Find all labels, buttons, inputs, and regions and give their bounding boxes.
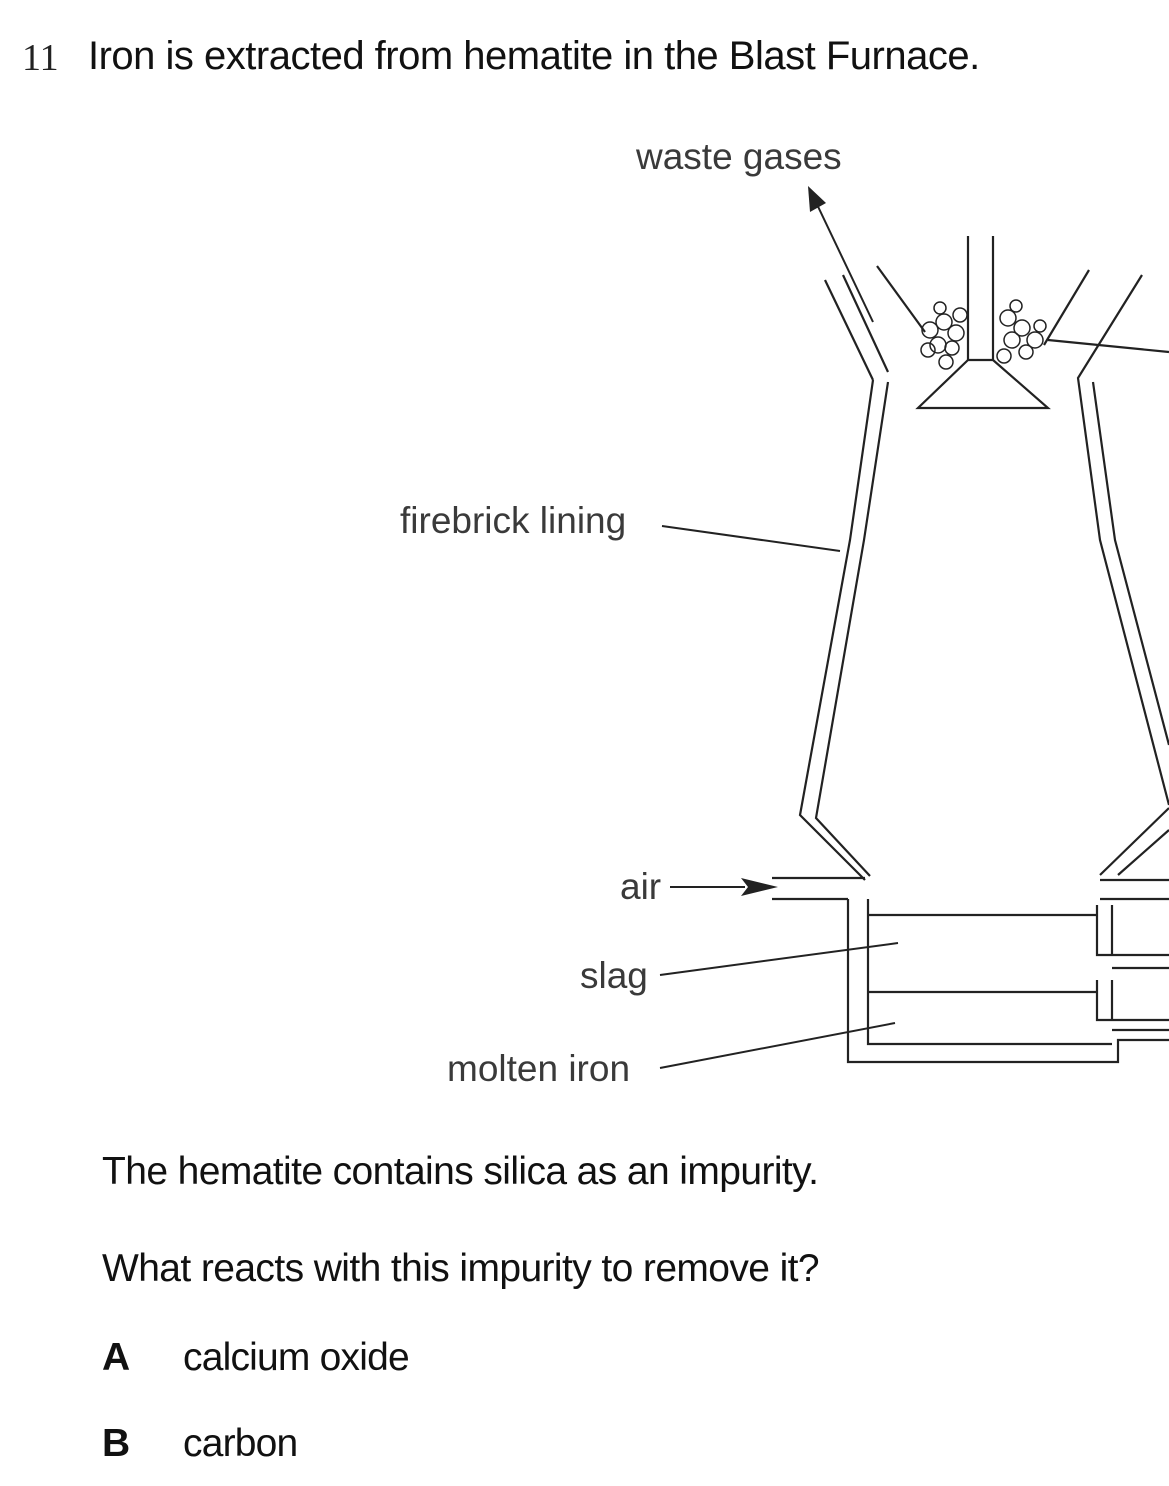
air-arrowhead <box>741 878 778 896</box>
hearth <box>846 899 1169 1064</box>
charging-hopper <box>915 236 1051 410</box>
waste-gas-arrowhead <box>808 186 826 212</box>
label-pointers <box>659 195 899 1069</box>
question-title: Iron is extracted from hematite in the B… <box>88 34 980 78</box>
air-label: air <box>620 866 662 907</box>
charge-materials <box>920 299 1047 370</box>
option-a-letter: A <box>102 1336 131 1379</box>
option-b-text: carbon <box>183 1422 298 1465</box>
firebrick-lining-label: firebrick lining <box>400 500 627 541</box>
question-number: 11 <box>22 37 59 79</box>
air-inlet <box>772 876 1169 901</box>
prompt-text: What reacts with this impurity to remove… <box>102 1247 820 1290</box>
charge-pointer-line <box>1047 338 1169 354</box>
waste-gases-label: waste gases <box>636 136 842 177</box>
right-furnace-wall <box>1043 269 1169 876</box>
slag-label: slag <box>580 955 648 996</box>
waste-gas-outlet <box>824 265 926 381</box>
option-b-letter: B <box>102 1422 131 1465</box>
option-a-text: calcium oxide <box>183 1336 410 1379</box>
statement-text: The hematite contains silica as an impur… <box>102 1150 819 1193</box>
left-furnace-wall <box>798 379 890 881</box>
molten-iron-label: molten iron <box>447 1048 631 1089</box>
